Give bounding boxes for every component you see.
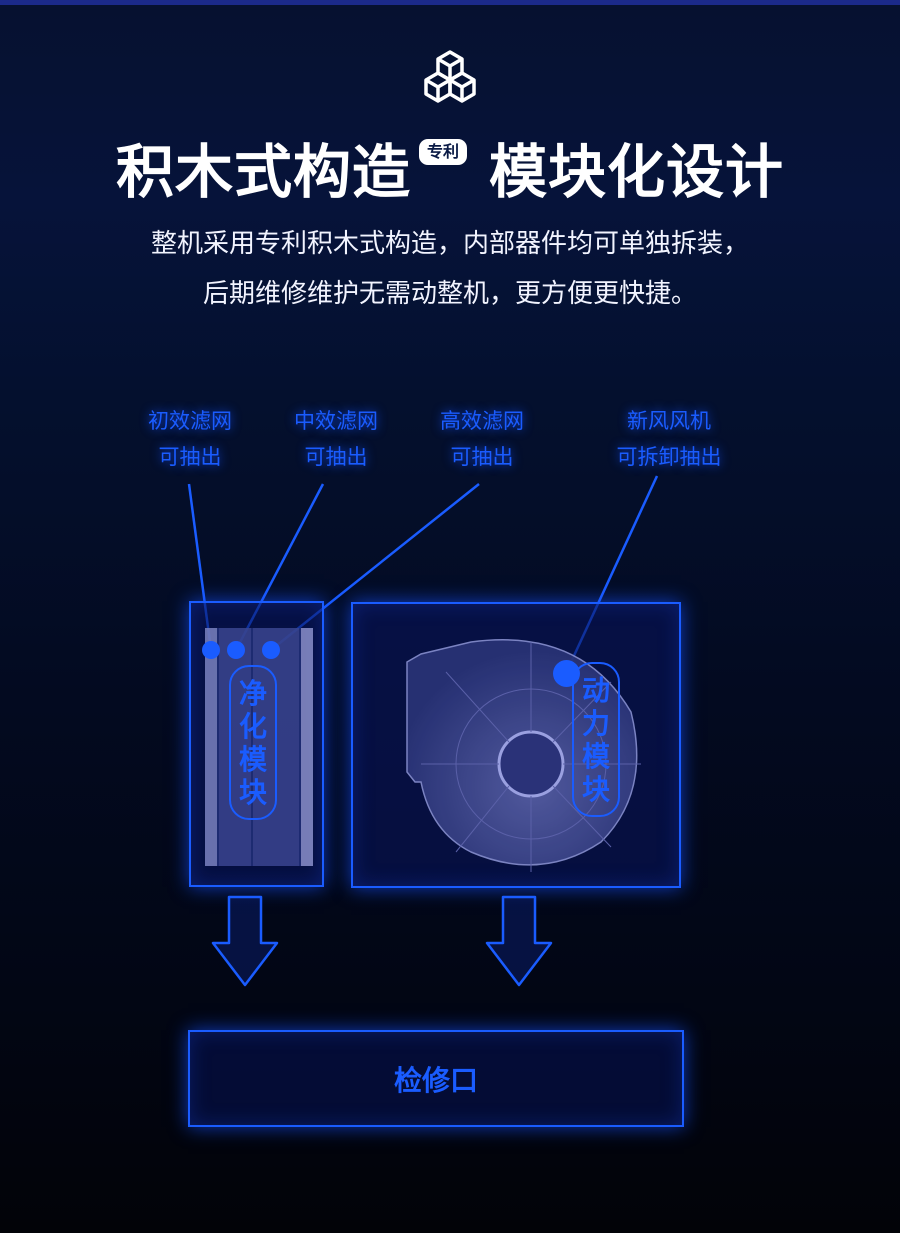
label-char: 模 xyxy=(238,742,267,776)
callout-title: 高效滤网 xyxy=(440,409,524,433)
power-module-label: 动 力 模 块 xyxy=(572,662,620,817)
callout-title: 中效滤网 xyxy=(294,409,378,433)
service-port-label: 检修口 xyxy=(393,1063,478,1097)
primary-filter-dot xyxy=(202,641,220,659)
callout-primary-filter: 初效滤网 可抽出 xyxy=(120,403,260,475)
label-char: 块 xyxy=(238,775,267,809)
label-char: 模 xyxy=(581,739,610,773)
callout-title: 初效滤网 xyxy=(148,409,232,433)
arrow-down-icon xyxy=(211,895,279,987)
blocks-cubes-icon xyxy=(424,50,476,103)
label-char: 块 xyxy=(581,772,610,806)
purification-module-label: 净 化 模 块 xyxy=(229,665,277,820)
title-part1: 积木式构造 xyxy=(115,138,411,206)
subtitle-line1: 整机采用专利积木式构造，内部器件均可单独拆装， xyxy=(150,229,749,259)
purification-module-box[interactable]: 净 化 模 块 xyxy=(189,601,324,887)
patent-badge: 专利 xyxy=(418,139,467,165)
page-title: 积木式构造 专利 模块化设计 xyxy=(0,132,900,212)
callout-note: 可抽出 xyxy=(304,445,368,469)
callout-note: 可抽出 xyxy=(158,445,222,469)
label-char: 力 xyxy=(581,706,610,740)
callout-title: 新风风机 xyxy=(627,409,711,433)
top-border xyxy=(0,0,900,5)
medium-filter-dot xyxy=(227,641,245,659)
arrow-down-icon xyxy=(485,895,553,987)
label-char: 净 xyxy=(238,676,267,710)
label-char: 化 xyxy=(238,709,267,743)
subtitle-line2: 后期维修维护无需动整机，更方便更快捷。 xyxy=(202,279,697,309)
callout-medium-filter: 中效滤网 可抽出 xyxy=(266,403,406,475)
callout-note: 可抽出 xyxy=(450,445,514,469)
hepa-filter-dot xyxy=(262,641,280,659)
callout-hepa-filter: 高效滤网 可抽出 xyxy=(412,403,552,475)
title-part2: 模块化设计 xyxy=(489,138,785,206)
callout-fan: 新风风机 可拆卸抽出 xyxy=(589,403,749,475)
power-module-box[interactable]: 动 力 模 块 xyxy=(351,602,681,888)
service-port-box[interactable]: 检修口 xyxy=(188,1030,684,1127)
callout-note: 可拆卸抽出 xyxy=(616,445,722,469)
fan-dot xyxy=(553,660,580,687)
label-char: 动 xyxy=(581,673,610,707)
